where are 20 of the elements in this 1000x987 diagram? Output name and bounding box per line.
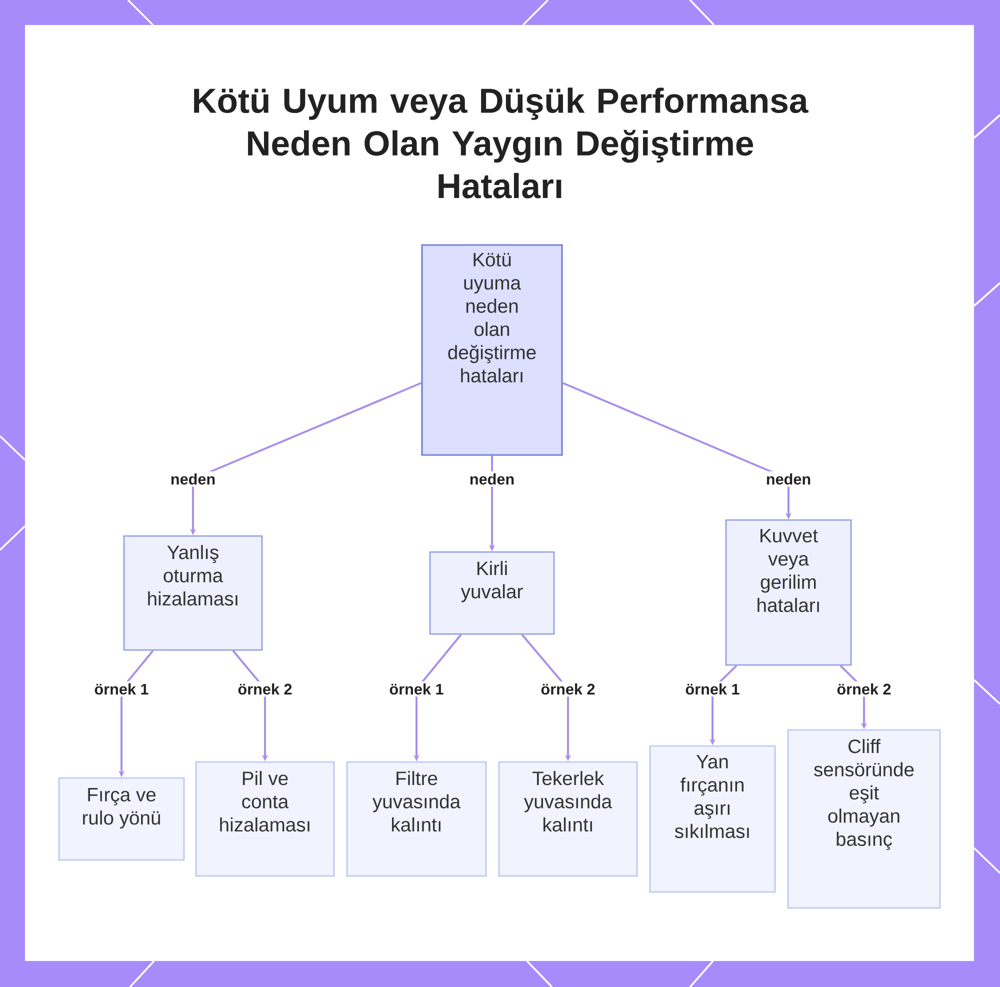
edge-label: örnek 1: [92, 681, 151, 697]
edge-label: örnek 2: [236, 681, 294, 697]
edge-label: örnek 1: [387, 681, 446, 697]
process-box: Filtre yuvasında kalıntı: [346, 761, 487, 877]
process-box: Yanlış oturma hizalaması: [123, 535, 263, 651]
process-box: Pil ve conta hizalaması: [195, 761, 335, 877]
edge-label: neden: [764, 471, 814, 487]
process-box: Cliff sensöründe eşit olmayan basınç: [787, 729, 941, 909]
process-box: Kuvvet veya gerilim hataları: [725, 519, 852, 666]
process-box: Kötü uyuma neden olan değiştirme hataları: [421, 244, 563, 456]
edge-label: örnek 1: [683, 681, 742, 697]
edge-label: örnek 2: [834, 681, 894, 697]
title: Kötü Uyum veya Düşük Performansa Neden Olan Yaygın Değiştirme Hataları: [194, 88, 808, 198]
process-box: Tekerlek yuvasında kalıntı: [498, 761, 638, 877]
process-box: Kirli yuvalar: [429, 551, 555, 635]
edge-label: neden: [467, 471, 517, 487]
process-box: Yan fırçanın aşırı sıkılması: [649, 745, 776, 893]
edge-label: neden: [168, 471, 218, 487]
edge-label: örnek 2: [538, 681, 598, 697]
process-box: Fırça ve rulo yönü: [58, 777, 185, 861]
